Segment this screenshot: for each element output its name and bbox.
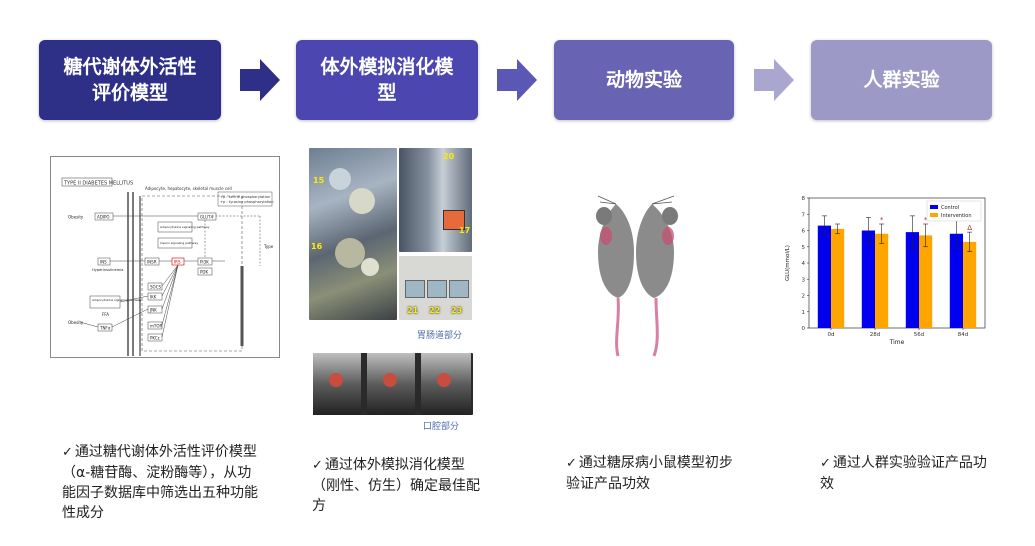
node-pkc: PKCε [150, 336, 160, 341]
check-icon: ✓ [62, 445, 73, 460]
mouse-icon [636, 204, 678, 357]
node-ikk: IKK [150, 295, 157, 300]
caption-step-4: ✓通过人群实验验证产品功效 [820, 453, 992, 494]
node-hyperinsulinemia: Hyperinsulinemia [92, 268, 123, 272]
check-icon: ✓ [312, 458, 323, 473]
node-adipocytokine-upper: Adipocytokine signaling pathway [160, 225, 210, 229]
significance-mark: * [924, 216, 928, 224]
caption-step-2: ✓通过体外模拟消化模型（刚性、仿生）确定最佳配方 [312, 455, 484, 516]
bar-control-28d [861, 230, 875, 328]
node-obesity: Obesity [68, 215, 84, 220]
y-tick-label: 7 [802, 212, 806, 218]
x-tick-label: 56d [914, 332, 925, 338]
step-box-human-trial: 人群实验 [811, 40, 992, 120]
y-tick-label: 4 [802, 261, 806, 267]
node-ins: INS [100, 260, 107, 265]
mouse-illustration [596, 195, 678, 357]
y-tick-label: 6 [802, 229, 806, 235]
stomach-section-label: 胃肠道部分 [417, 331, 463, 341]
arrow-right-icon [497, 59, 537, 101]
x-tick-label: 0d [828, 332, 835, 338]
y-tick-label: 3 [802, 277, 806, 283]
y-tick-label: 1 [802, 310, 806, 316]
step-box-animal-experiment: 动物实验 [554, 40, 734, 120]
node-pdk: PDK [200, 270, 208, 275]
caption-text: 通过糖代谢体外活性评价模型（α-糖苷酶、淀粉酶等），从功能因子数据库中筛选出五种… [62, 444, 258, 521]
node-type: Type [263, 244, 274, 249]
pathway-legend-tyrosine: +p : tyrosine phosphorylation [220, 200, 274, 204]
node-irs: IRS [174, 260, 181, 265]
step-box-digestion-model: 体外模拟消化模 型 [296, 40, 478, 120]
y-tick-label: 2 [802, 294, 806, 300]
y-tick-label: 0 [802, 326, 806, 332]
digestion-pumps-photo: 21 22 23 [399, 256, 472, 320]
node-insulin-signaling: Insulin signaling pathway [160, 241, 198, 245]
photo-label: 21 [407, 306, 419, 315]
legend-label: Control [941, 205, 959, 211]
node-jnk: JNK [149, 308, 157, 313]
arrow-right-icon [754, 59, 794, 101]
photo-label: 16 [311, 242, 323, 251]
node-insr: INSR [147, 260, 157, 265]
bar-control-56d [905, 232, 919, 328]
step-title: 动物实验 [605, 69, 682, 91]
node-ffa: FFA [102, 312, 109, 317]
legend-swatch [930, 213, 938, 217]
photo-label: 15 [313, 176, 325, 185]
x-tick-label: 28d [870, 332, 881, 338]
caption-text: 通过体外模拟消化模型（刚性、仿生）确定最佳配方 [312, 457, 480, 514]
caption-text: 通过人群实验验证产品功效 [820, 455, 987, 492]
y-tick-label: 5 [802, 245, 806, 251]
pathway-header: Adipocyte, hepatocyte, skeletal muscle c… [145, 186, 232, 191]
photo-label: 23 [451, 306, 463, 315]
step-title: 体外模拟消化模 型 [320, 56, 454, 104]
photo-label: 20 [443, 152, 455, 161]
pathway-diagram: TYPE II DIABETES MELLITUS Adipocyte, hep… [50, 156, 280, 358]
bar-intervention-84d [963, 241, 977, 328]
y-axis-label: GLU(mmol/L) [785, 245, 791, 281]
pathway-legend-serine: +p : serine phosphorylation [220, 195, 270, 199]
oral-chewing-photo [313, 353, 473, 415]
oral-section-label: 口腔部分 [423, 422, 460, 432]
significance-mark: Δ [967, 224, 972, 232]
bar-control-0d [817, 225, 831, 328]
x-axis-label: Time [889, 339, 905, 346]
bar-intervention-28d [875, 233, 889, 328]
digestion-apparatus-photo-cabinet: 20 17 [399, 148, 472, 252]
bar-intervention-0d [831, 228, 845, 328]
photo-label: 17 [459, 226, 471, 235]
node-glut4: GLUT4 [200, 215, 214, 220]
legend-swatch [930, 205, 938, 209]
step-box-glucose-metabolism-model: 糖代谢体外活性 评价模型 [39, 40, 221, 120]
node-tnfa: TNFα [99, 326, 111, 331]
legend-label: Intervention [941, 213, 972, 219]
check-icon: ✓ [566, 456, 577, 471]
glucose-bar-chart: 0123456780d28d56d84d***ΔTimeGLU(mmol/L)C… [785, 196, 986, 346]
node-socs: SOCS [150, 285, 161, 290]
pathway-title: TYPE II DIABETES MELLITUS [63, 181, 133, 187]
step-title: 人群实验 [863, 69, 940, 91]
legend-box [926, 200, 982, 222]
caption-text: 通过糖尿病小鼠模型初步验证产品功效 [566, 455, 733, 492]
significance-mark: * [880, 216, 884, 224]
mouse-icon [596, 204, 634, 357]
photo-label: 22 [429, 306, 441, 315]
node-obesity-2: Obesity [68, 320, 84, 325]
y-tick-label: 8 [802, 196, 806, 202]
digestion-photos: 15 16 20 17 21 22 23 胃肠道部分 口腔部分 [309, 148, 479, 433]
node-mtor: mTOR [150, 324, 162, 329]
digestion-apparatus-photo-main: 15 16 [309, 148, 397, 320]
caption-step-1: ✓通过糖代谢体外活性评价模型（α-糖苷酶、淀粉酶等），从功能因子数据库中筛选出五… [62, 442, 262, 523]
node-adipocytokine: Adipocytokine signaling pathway [92, 298, 142, 302]
node-adipo: ADIPO [97, 215, 110, 220]
bar-control-84d [949, 233, 963, 328]
caption-step-3: ✓通过糖尿病小鼠模型初步验证产品功效 [566, 453, 738, 494]
arrow-right-icon [240, 59, 280, 101]
check-icon: ✓ [820, 456, 831, 471]
node-pi3k: PI3K [200, 260, 209, 265]
bar-intervention-56d [919, 235, 933, 328]
x-tick-label: 84d [958, 332, 969, 338]
step-title: 糖代谢体外活性 评价模型 [63, 56, 197, 104]
